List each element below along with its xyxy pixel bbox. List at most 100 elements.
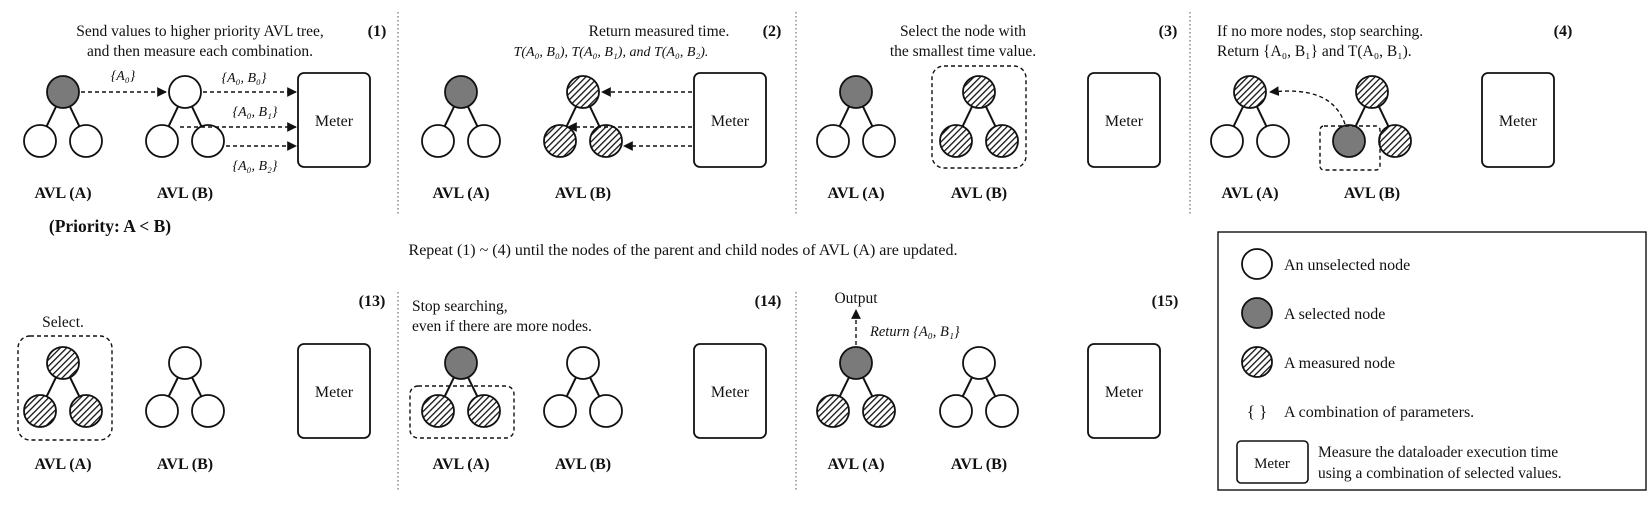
measured-node <box>816 394 850 428</box>
panel-14-desc-line-2: even if there are more nodes. <box>412 318 592 335</box>
meter-box <box>693 72 767 168</box>
tree-a <box>816 346 896 428</box>
meter-box <box>693 343 767 439</box>
selected-node <box>46 75 80 109</box>
avl-a-label: AVL (A) <box>34 185 91 202</box>
legend-measured-label: A measured node <box>1284 355 1395 372</box>
tree-a <box>421 75 501 158</box>
panel-15-number: (15) <box>1152 293 1179 310</box>
panel-4-number: (4) <box>1554 23 1573 40</box>
tree-a <box>23 75 103 158</box>
legend-meter-label: Meter <box>1254 456 1290 472</box>
unselected-node <box>816 124 850 158</box>
panel-2-desc-line-2: T(A₀, B₀), T(A₀, B₁), and T(A₀, B₂). <box>514 45 709 60</box>
legend-meter-desc-line-1: Measure the dataloader execution time <box>1318 444 1558 461</box>
priority-note: (Priority: A < B) <box>49 216 171 236</box>
label-a0-b2: {A₀, B₂} <box>232 159 277 174</box>
tree-a <box>421 346 501 428</box>
avl-a-label: AVL (A) <box>827 185 884 202</box>
tree-b <box>543 75 623 158</box>
measured-node <box>467 394 501 428</box>
avl-a-label: AVL (A) <box>432 456 489 473</box>
repeat-note: Repeat (1) ~ (4) until the nodes of the … <box>409 242 958 259</box>
panel-2-desc-line-1: Return measured time. <box>589 23 730 40</box>
unselected-node <box>145 124 179 158</box>
panel-1-desc-line-1: Send values to higher priority AVL tree, <box>76 23 324 40</box>
panel-separators <box>397 12 1191 490</box>
unselected-node <box>168 75 202 109</box>
meter-label: Meter <box>315 384 354 401</box>
legend-braces-icon: { } <box>1247 402 1268 421</box>
panel-13: (13) Select. Meter AVL (A) AVL (B) <box>17 293 385 473</box>
measured-node <box>23 394 57 428</box>
unselected-node <box>862 124 896 158</box>
selection-box <box>1319 125 1381 171</box>
measured-node <box>862 394 896 428</box>
panel-13-desc: Select. <box>42 314 84 331</box>
measured-node <box>421 394 455 428</box>
arrow-return-to-a <box>1269 86 1346 125</box>
selected-node <box>444 75 478 109</box>
unselected-node <box>421 124 455 158</box>
unselected-node <box>566 346 600 380</box>
measured-node <box>589 124 623 158</box>
label-a0-b0: {A₀, B₀} <box>221 71 266 86</box>
unselected-node <box>23 124 57 158</box>
label-a0: {A₀} <box>111 69 136 84</box>
unselected-node <box>962 346 996 380</box>
unselected-node <box>543 394 577 428</box>
meter-box <box>297 72 371 168</box>
panel-14-number: (14) <box>755 293 782 310</box>
panel-3-desc-line-2: the smallest time value. <box>890 43 1036 60</box>
measured-node <box>985 124 1019 158</box>
unselected-node <box>191 394 225 428</box>
tree-b <box>1332 75 1412 158</box>
measured-node <box>939 124 973 158</box>
tree-b <box>145 346 225 428</box>
selected-node <box>444 346 478 380</box>
measured-node <box>1378 124 1412 158</box>
panel-1-desc-line-2: and then measure each combination. <box>87 43 313 60</box>
label-a0-b1: {A₀, B₁} <box>232 105 277 120</box>
legend: An unselected node A selected node A mea… <box>1217 231 1647 491</box>
selection-box <box>409 385 515 439</box>
measured-node <box>46 346 80 380</box>
return-label: Return {A₀, B₁} <box>869 324 960 340</box>
legend-unselected-node-icon <box>1241 248 1273 280</box>
avl-b-label: AVL (B) <box>157 456 213 473</box>
avl-a-label: AVL (A) <box>1221 185 1278 202</box>
meter-label: Meter <box>711 113 750 130</box>
avl-b-label: AVL (B) <box>555 185 611 202</box>
panel-15: (15) Output Return {A₀, B₁} Meter AVL (A… <box>816 290 1179 473</box>
measured-node <box>1355 75 1389 109</box>
selected-node <box>839 75 873 109</box>
panel-2-number: (2) <box>763 23 782 40</box>
unselected-node <box>1256 124 1290 158</box>
tree-a <box>1210 75 1290 158</box>
legend-selected-label: A selected node <box>1284 306 1385 323</box>
panel-1-number: (1) <box>368 23 387 40</box>
tree-b <box>939 75 1019 158</box>
panel-4: If no more nodes, stop searching. Return… <box>1210 23 1573 202</box>
legend-unselected-label: An unselected node <box>1284 257 1410 274</box>
legend-measured-node-icon <box>1241 346 1273 378</box>
legend-combination-label: A combination of parameters. <box>1284 404 1474 421</box>
panel-14-desc-line-1: Stop searching, <box>412 298 508 315</box>
unselected-node <box>985 394 1019 428</box>
panel-3: Select the node with the smallest time v… <box>816 23 1178 202</box>
unselected-node <box>467 124 501 158</box>
unselected-node <box>145 394 179 428</box>
avl-b-label: AVL (B) <box>1344 185 1400 202</box>
panel-3-number: (3) <box>1159 23 1178 40</box>
unselected-node <box>168 346 202 380</box>
legend-selected-node-icon <box>1241 297 1273 329</box>
selection-box <box>931 65 1027 169</box>
avl-a-label: AVL (A) <box>827 456 884 473</box>
meter-box <box>297 343 371 439</box>
unselected-node <box>191 124 225 158</box>
avl-b-label: AVL (B) <box>555 456 611 473</box>
avl-a-label: AVL (A) <box>34 456 91 473</box>
measured-node <box>543 124 577 158</box>
